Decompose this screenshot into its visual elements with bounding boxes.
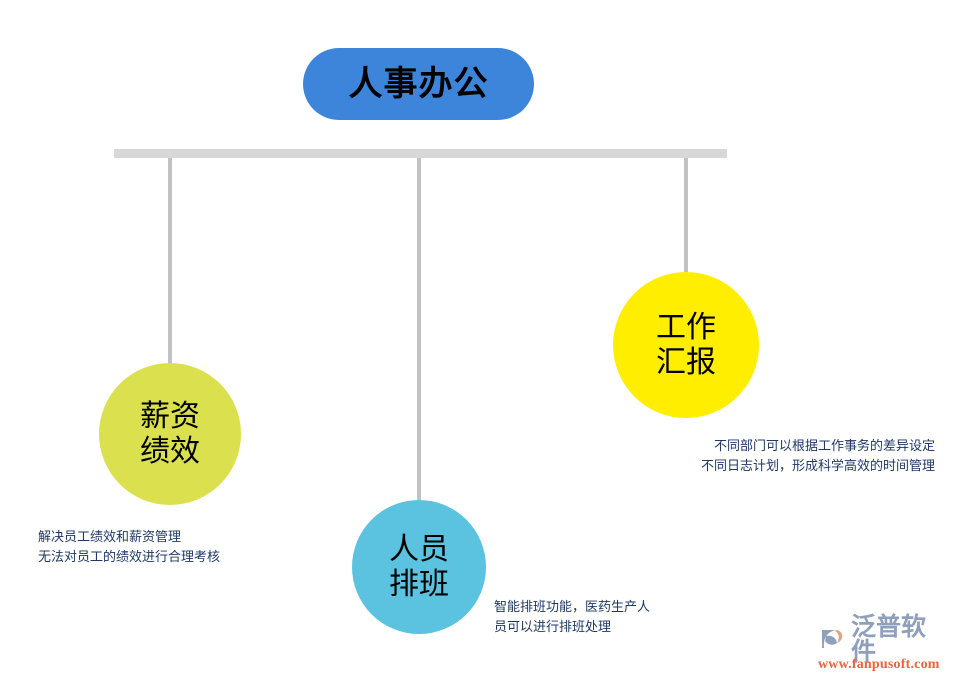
caption-salary-performance: 解决员工绩效和薪资管理 无法对员工的绩效进行合理考核 [38,530,221,565]
logo-website-url: www.fanpusoft.com [818,657,940,672]
caption-staff-scheduling: 智能排班功能，医药生产人 员可以进行排班处理 [494,600,651,635]
node-work-report: 工作 汇报 [613,272,759,418]
fanpu-swoosh-icon [818,624,848,654]
connector-drop-salary [168,158,172,370]
node-staff-scheduling-label: 人员 排班 [389,531,449,602]
logo-name-row: 泛普软件 [818,614,948,664]
connector-horizontal-bar [114,149,727,158]
root-node-label: 人事办公 [348,64,489,104]
root-node-personnel-office: 人事办公 [303,48,534,120]
node-work-report-label: 工作 汇报 [656,309,716,380]
connector-drop-schedule [417,158,421,506]
fanpusoft-logo: 泛普软件 www.fanpusoft.com [818,614,948,675]
logo-brand-name: 泛普软件 [851,612,927,666]
node-staff-scheduling: 人员 排班 [352,500,486,634]
node-salary-performance-label: 薪资 绩效 [140,398,200,469]
caption-work-report: 不同部门可以根据工作事务的差异设定 不同日志计划，形成科学高效的时间管理 [700,439,935,474]
node-salary-performance: 薪资 绩效 [99,363,241,505]
connector-drop-report [684,158,688,278]
